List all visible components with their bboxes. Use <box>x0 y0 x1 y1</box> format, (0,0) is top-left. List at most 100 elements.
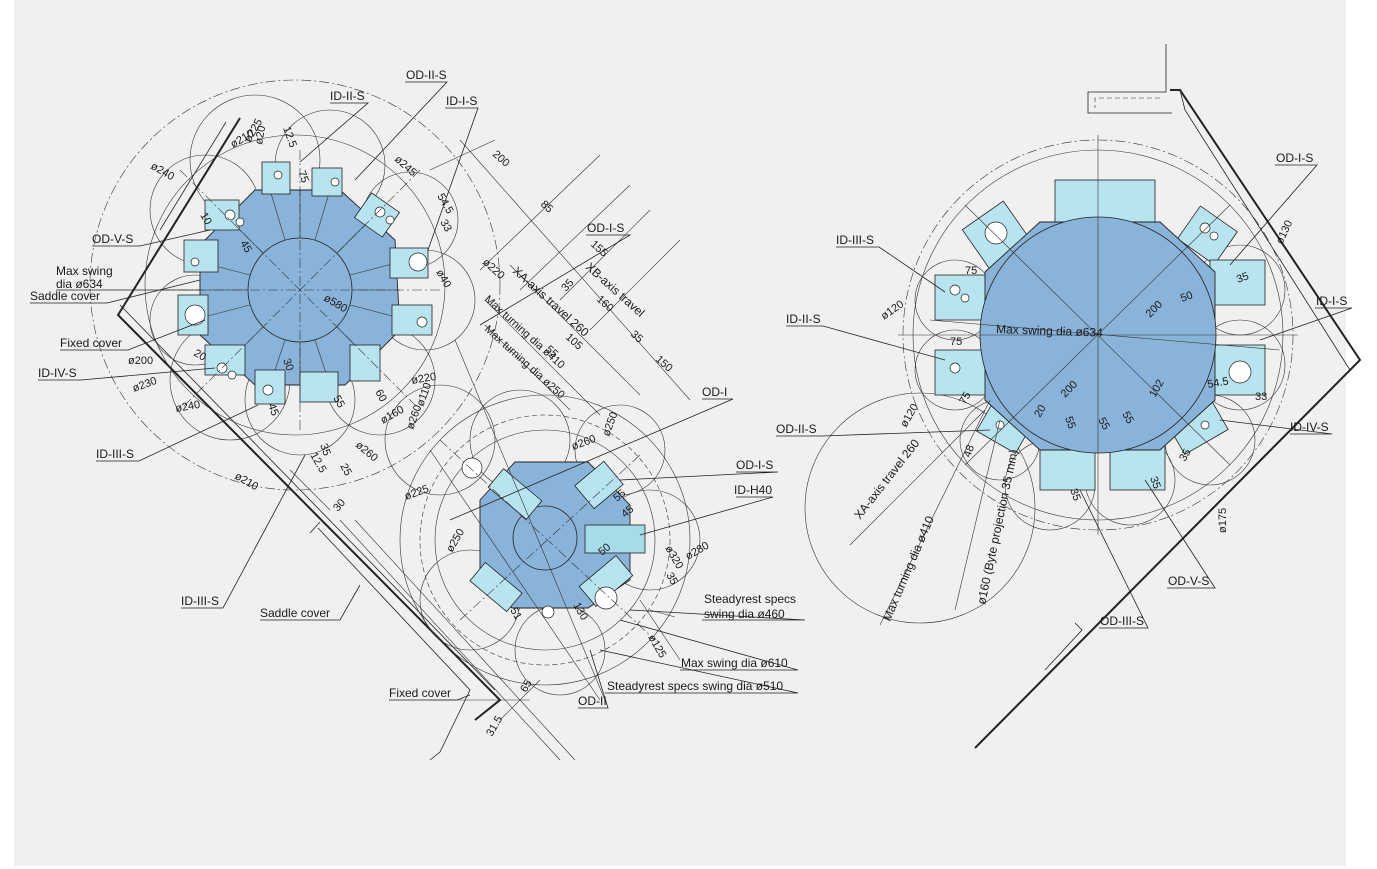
label-od5s: OD-V-S <box>92 232 133 246</box>
tool-lower-right <box>349 344 381 382</box>
rdim-75a: 75 <box>965 265 977 277</box>
lower-turret <box>461 457 646 619</box>
dim-155: 155 <box>588 238 610 259</box>
tool-right-upper <box>1209 259 1266 306</box>
label-r-od1s: OD-I-S <box>1276 151 1313 165</box>
label-steadyrest-510: Steadyrest specs swing dia ø510 <box>607 679 783 693</box>
rdim-48: 48 <box>962 443 977 459</box>
label-saddle-cover-bottom: Saddle cover <box>260 606 330 620</box>
dim-o200: ø200 <box>128 355 153 367</box>
dim-10: 10 <box>197 211 214 228</box>
lower-turret-hub <box>512 505 578 571</box>
dim-51: 51 <box>507 606 524 623</box>
dim-o240b: ø240 <box>174 399 201 415</box>
dim-45a: 45 <box>237 239 254 256</box>
label-fixed-cover-bottom: Fixed cover <box>389 686 451 700</box>
dim-o280: ø280 <box>684 540 712 563</box>
label-id3s-top: ID-III-S <box>96 447 134 461</box>
dim-o220b: ø220 <box>410 371 437 387</box>
rdim-55c: 55 <box>1119 410 1136 427</box>
rdim-o175: ø175 <box>1217 508 1229 533</box>
dim-o210b: ø210 <box>233 470 261 493</box>
rdim-o120a: ø120 <box>879 298 906 322</box>
left-leaders <box>30 81 806 709</box>
tool-upper-left <box>204 199 240 231</box>
label-r-od5s: OD-V-S <box>1168 574 1209 588</box>
tool-od1 <box>487 468 543 520</box>
dim-54-5: 54.5 <box>434 192 455 217</box>
dim-25: 25 <box>337 462 354 479</box>
left-dimension-values: 200 85 155 160 35 105 55 35 150 ø240 ø21… <box>128 117 711 739</box>
dim-o160: ø160 <box>379 404 407 427</box>
label-r-byte-projection: ø160 (Byte projection 35 mm) <box>974 448 1021 606</box>
dim-150: 150 <box>653 353 675 374</box>
label-max-swing-634-line1: Max swing <box>56 264 113 278</box>
rdim-35c: 35 <box>1147 475 1162 491</box>
rdim-75c: 75 <box>957 390 974 407</box>
dim-30: 30 <box>280 357 295 373</box>
label-r-id3s: ID-III-S <box>836 233 874 247</box>
label-id2s-top: ID-II-S <box>330 89 365 103</box>
rdim-54-5: 54.5 <box>1206 375 1229 391</box>
label-fixed-cover-top: Fixed cover <box>60 336 122 350</box>
dim-o320: ø320 <box>662 544 685 572</box>
label-r-id1s: ID-I-S <box>1316 294 1347 308</box>
dim-60: 60 <box>372 388 389 405</box>
tool-idh40 <box>584 524 646 554</box>
dim-20: 20 <box>192 347 209 364</box>
dim-o250a: ø250 <box>601 410 621 438</box>
dim-45b: 45 <box>265 402 280 418</box>
rdim-33: 33 <box>1255 391 1267 403</box>
tool-od1s <box>1176 205 1238 266</box>
max-swing-610-circle <box>399 394 691 686</box>
dim-35a: 35 <box>559 277 576 294</box>
label-id3s-bottom: ID-III-S <box>181 594 219 608</box>
dim-o240a: ø240 <box>149 160 177 183</box>
label-r-id4s: ID-IV-S <box>1290 420 1329 434</box>
dim-35b: 35 <box>628 328 645 345</box>
rdim-55a: 55 <box>1062 415 1077 431</box>
tool-od1s-lower <box>574 460 624 510</box>
dim-o230: ø230 <box>131 375 159 395</box>
label-od1: OD-I <box>702 385 727 399</box>
label-idh40: ID-H40 <box>734 483 772 497</box>
dim-33: 33 <box>437 218 454 235</box>
dim-o20: ø20 <box>253 125 268 146</box>
label-r-od2s: OD-II-S <box>776 422 817 436</box>
dim-65: 65 <box>518 678 535 695</box>
right-layout: OD-I-S ID-III-S ID-I-S ID-II-S Max swing… <box>776 44 1362 749</box>
rdim-75b: 75 <box>950 336 962 348</box>
rdim-35a: 35 <box>1235 270 1251 285</box>
dim-35c: 35 <box>317 442 332 458</box>
label-id4s: ID-IV-S <box>38 366 77 380</box>
upper-turret <box>177 161 433 405</box>
dim-30b: 30 <box>331 497 348 514</box>
label-max-swing-610: Max swing dia ø610 <box>681 656 788 670</box>
label-r-id2s: ID-II-S <box>786 312 821 326</box>
left-dimension-lines <box>289 139 691 721</box>
label-od1s-mid: OD-I-S <box>587 221 624 235</box>
dim-55b: 55 <box>330 394 347 411</box>
left-labels: ID-II-S OD-II-S ID-I-S OD-V-S Max swing … <box>30 68 796 708</box>
max-swing-634-circle <box>89 79 501 491</box>
label-r-max-swing: Max swing dia ø634 <box>996 322 1103 340</box>
dim-o40: ø40 <box>433 268 453 290</box>
label-steadyrest-460-line2: swing dia ø460 <box>704 607 785 621</box>
dim-75: 75 <box>295 169 310 185</box>
left-covers <box>116 117 576 761</box>
tool-od5s <box>183 239 219 273</box>
label-saddle-cover-top: Saddle cover <box>30 289 100 303</box>
label-steadyrest-460-line1: Steadyrest specs <box>704 592 796 606</box>
label-r-od3s: OD-III-S <box>1100 614 1144 628</box>
rdim-20: 20 <box>1032 403 1049 420</box>
dim-o125: ø125 <box>645 633 668 661</box>
rdim-35b: 35 <box>1067 487 1082 503</box>
rdim-55b: 55 <box>1095 416 1112 433</box>
dim-o260a: ø260 <box>353 439 380 464</box>
dim-o220a: ø220 <box>480 256 507 282</box>
tool-id2s <box>934 349 991 396</box>
label-r-max-turning: Max turning dia ø410 <box>880 514 937 624</box>
label-od2s-top: OD-II-S <box>406 68 447 82</box>
label-id1s-top: ID-I-S <box>446 94 477 108</box>
